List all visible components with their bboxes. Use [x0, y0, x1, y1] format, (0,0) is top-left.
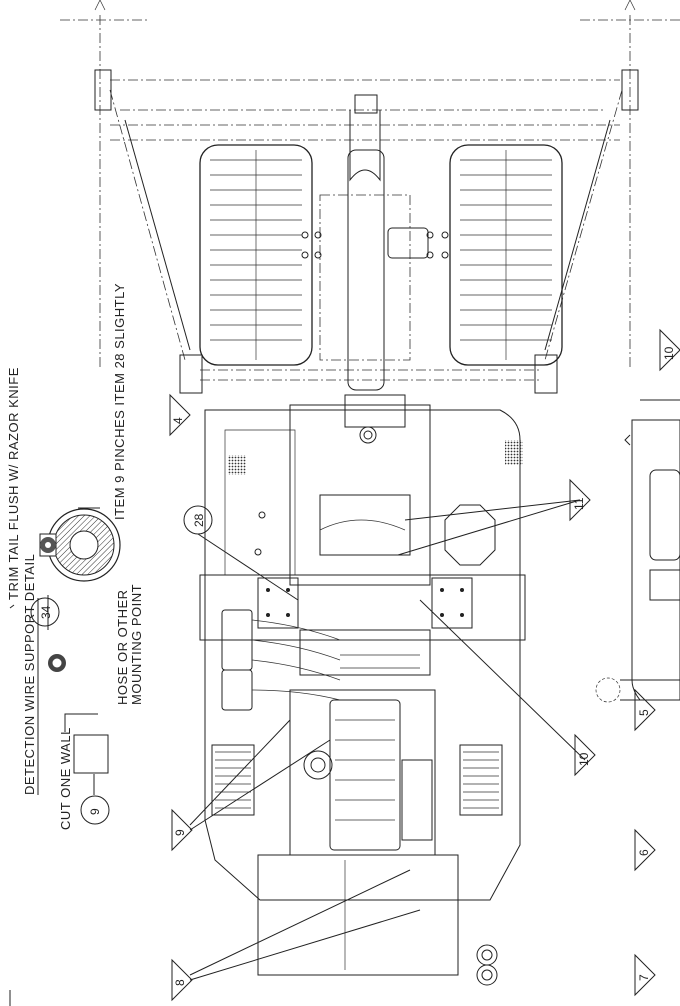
item-pinch-note: ITEM 9 PINCHES ITEM 28 SLIGHTLY: [112, 283, 127, 520]
svg-text:4: 4: [171, 417, 185, 424]
hose-label-2: MOUNTING POINT: [129, 584, 144, 705]
trim-tail-note: TRIM TAIL FLUSH W/ RAZOR KNIFE: [6, 367, 21, 600]
cut-one-wall-label: CUT ONE WALL: [58, 727, 73, 830]
callout-11: 11: [397, 478, 591, 556]
hose-section: [39, 508, 121, 582]
cut-wall-rect: [73, 734, 109, 774]
callout-8: 8: [171, 869, 421, 1002]
side-view: [595, 399, 680, 703]
detail-title: DETECTION WIRE SUPPORT DETAIL: [22, 554, 39, 795]
balloon-34: 34: [30, 595, 60, 630]
main-body: [199, 404, 526, 986]
svg-text:10: 10: [662, 346, 676, 360]
callout-6: 6: [634, 828, 656, 872]
svg-text:9: 9: [173, 829, 187, 836]
svg-text:5: 5: [637, 709, 651, 716]
svg-text:7: 7: [637, 974, 651, 981]
left-wheel: [199, 144, 313, 366]
detail-title-text: DETECTION WIRE SUPPORT DETAIL: [22, 554, 37, 795]
spring-icon: [48, 654, 66, 672]
callout-5: 5: [634, 688, 656, 732]
callout-10-a: 10: [419, 599, 596, 777]
svg-text:9: 9: [88, 808, 102, 815]
axle-assembly: [301, 110, 449, 428]
trim-leader: [9, 604, 15, 609]
right-wheel: [449, 144, 563, 366]
svg-text:8: 8: [173, 979, 187, 986]
callout-7: 7: [634, 953, 656, 997]
callout-4: 4: [169, 393, 191, 437]
callout-10-b: 10: [659, 328, 680, 372]
svg-text:6: 6: [637, 849, 651, 856]
cut-wall-leader: [64, 713, 98, 732]
svg-text:28: 28: [192, 513, 206, 527]
callout-9: 9: [171, 719, 331, 852]
balloon-28: 28: [183, 505, 299, 601]
svg-text:34: 34: [39, 605, 53, 619]
svg-text:11: 11: [572, 497, 586, 510]
top-frame: [60, 0, 680, 394]
hose-label-1: HOSE OR OTHER: [115, 589, 130, 705]
balloon-9: 9: [80, 774, 110, 825]
